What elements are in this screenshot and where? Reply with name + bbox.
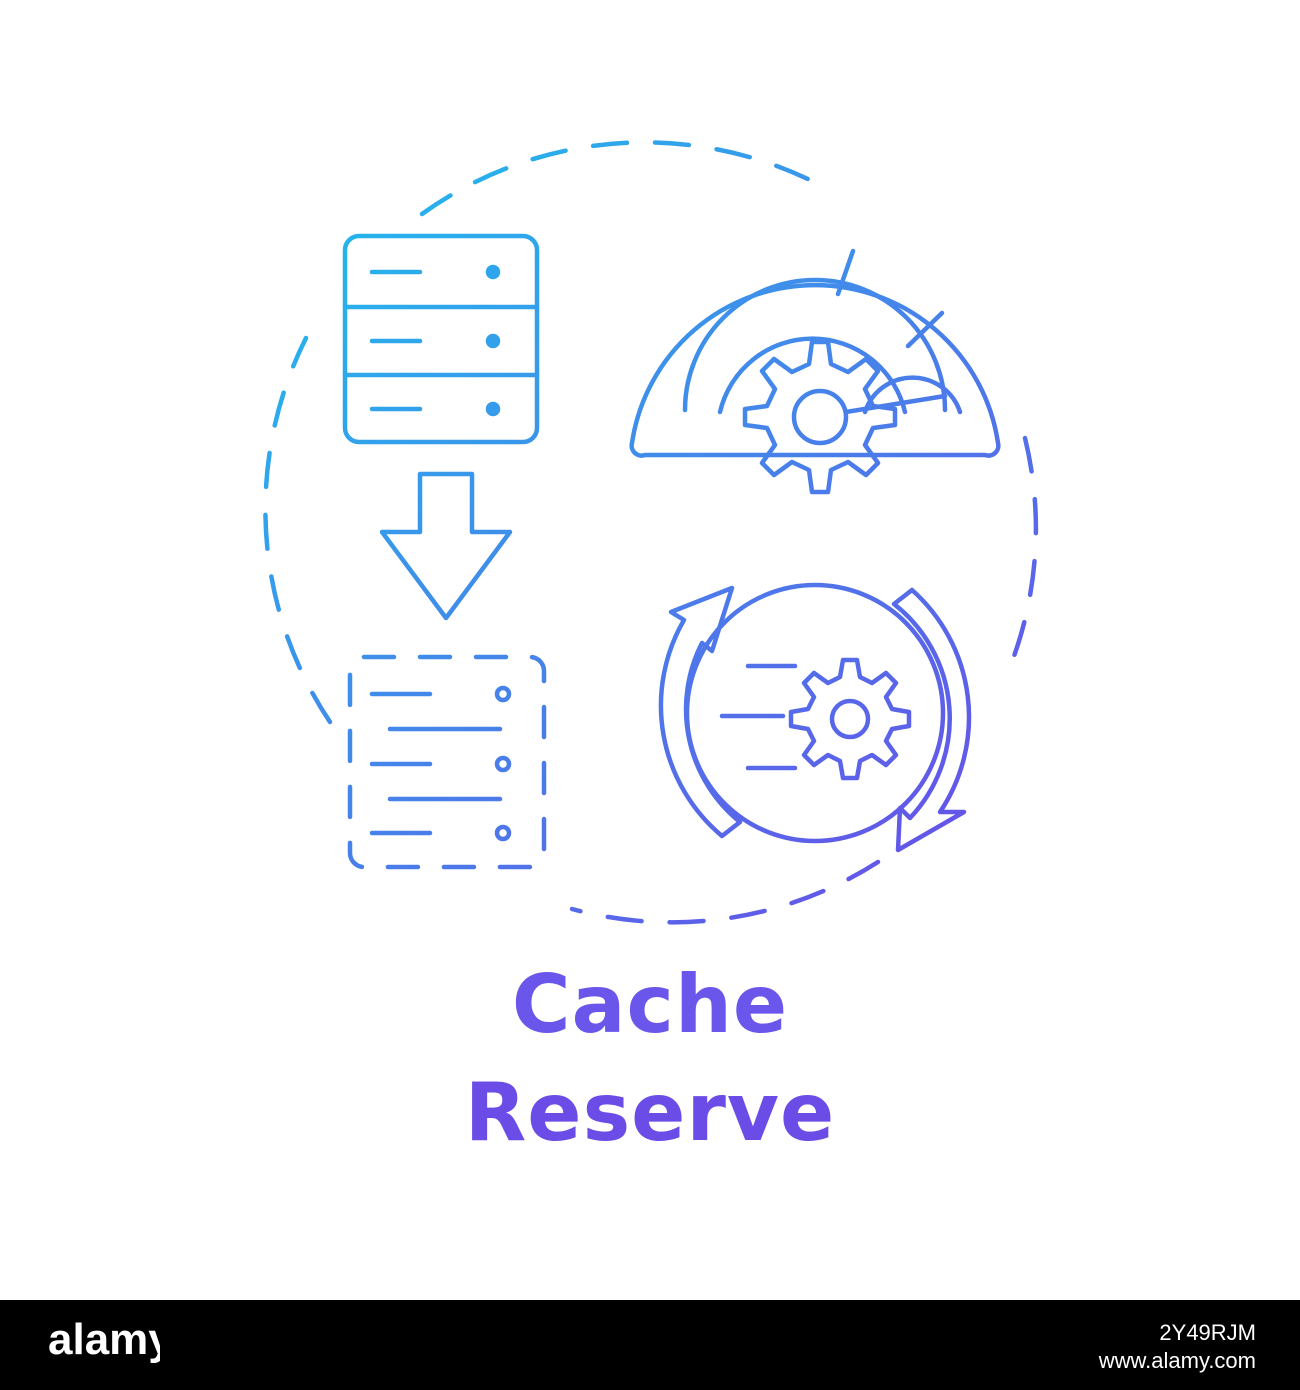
svg-text:alamy: alamy xyxy=(48,1315,160,1364)
dashed-circle-frame xyxy=(263,140,1039,925)
rotating-arrows-gear-icon xyxy=(658,582,972,853)
cache-reserve-illustration xyxy=(263,140,1039,925)
down-arrow-icon xyxy=(379,471,513,621)
caption-title-line-2: Reserve xyxy=(464,1066,836,1159)
stock-footer-bar: alamy 2Y49RJM www.alamy.com xyxy=(0,1300,1300,1390)
caption-title-line-1: Cache xyxy=(511,958,789,1051)
illustration-canvas: Cache Reserve xyxy=(263,140,1039,1159)
speedometer-gear-icon xyxy=(629,248,1001,495)
stock-url-label[interactable]: www.alamy.com xyxy=(1098,1348,1256,1373)
image-id-label: 2Y49RJM xyxy=(1159,1320,1256,1345)
server-stack-icon xyxy=(342,233,540,445)
dashed-server-stack-icon xyxy=(347,654,547,870)
alamy-logo[interactable]: alamy xyxy=(48,1314,160,1368)
